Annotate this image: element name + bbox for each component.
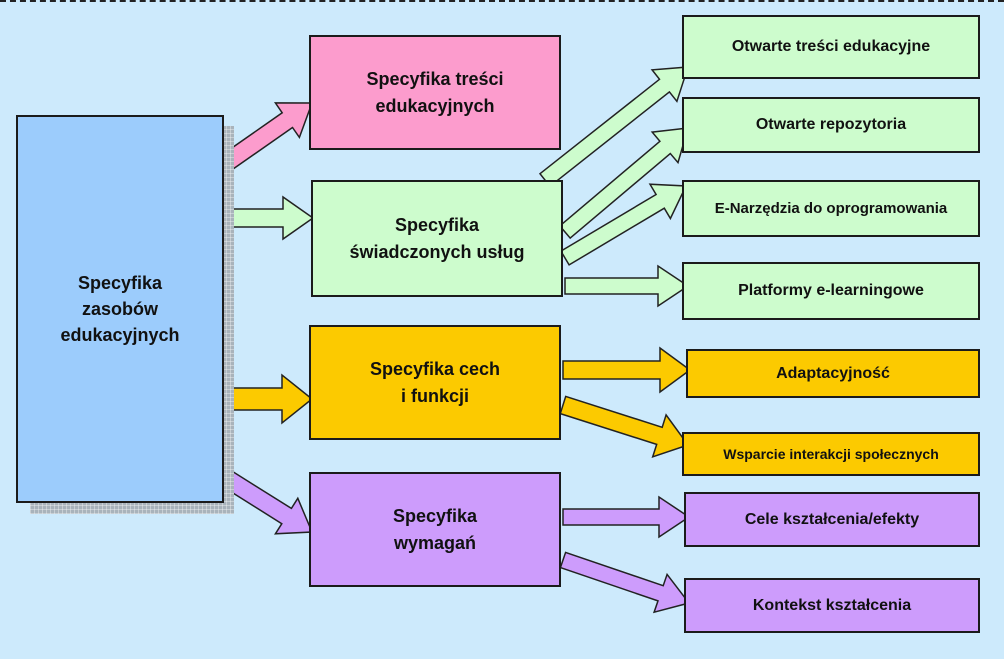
arrow-features-to-adaptivity — [562, 346, 692, 394]
item-learning-goals: Cele kształcenia/efekty — [684, 492, 980, 547]
arrow-root-to-requirements — [220, 469, 314, 535]
item-open-repositories: Otwarte repozytoria — [682, 97, 980, 153]
arrow-requirements-to-context — [559, 551, 691, 614]
arrow-services-to-etools — [559, 183, 688, 266]
arrow-services-to-repositories — [558, 127, 690, 240]
arrow-root-to-services — [225, 195, 315, 241]
item-elearning-platforms: Platformy e-learningowe — [682, 262, 980, 320]
root-node: Specyfika zasobów edukacyjnych — [16, 115, 224, 503]
top-dashed-border — [0, 0, 1004, 2]
arrow-features-to-social — [559, 395, 690, 458]
arrow-root-to-features — [225, 373, 314, 425]
item-adaptivity: Adaptacyjność — [686, 349, 980, 398]
category-requirements: Specyfika wymagań — [309, 472, 561, 587]
item-e-tools: E-Narzędzia do oprogramowania — [682, 180, 980, 237]
arrow-root-to-content — [219, 102, 314, 172]
category-services: Specyfika świadczonych usług — [311, 180, 563, 297]
category-features: Specyfika cech i funkcji — [309, 325, 561, 440]
arrow-services-to-open-content — [538, 66, 690, 188]
item-social-interaction: Wsparcie interakcji społecznych — [682, 432, 980, 476]
item-open-educational-content: Otwarte treści edukacyjne — [682, 15, 980, 79]
arrow-services-to-platforms — [564, 264, 690, 308]
category-educational-content: Specyfika treści edukacyjnych — [309, 35, 561, 150]
item-learning-context: Kontekst kształcenia — [684, 578, 980, 633]
arrow-requirements-to-goals — [562, 495, 691, 539]
